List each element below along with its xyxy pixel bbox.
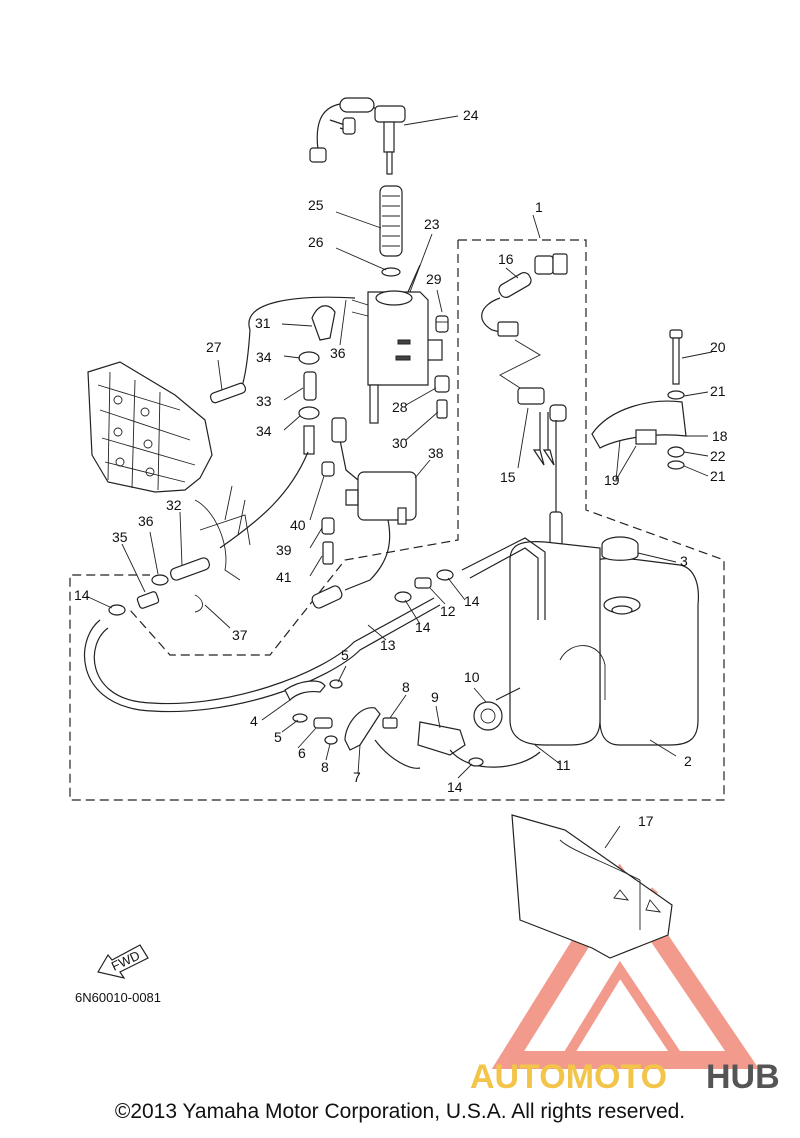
- part-16-15-wiring: [481, 253, 568, 547]
- label-part-19: 19: [604, 472, 620, 488]
- label-part-39: 39: [276, 542, 292, 558]
- hoses-31-33-34: [219, 296, 356, 549]
- label-part-5a: 5: [341, 647, 349, 663]
- label-part-12: 12: [440, 603, 456, 619]
- part-25-filter: [379, 185, 403, 277]
- label-part-24: 24: [463, 107, 479, 123]
- label-part-21a: 21: [710, 383, 726, 399]
- part-2-oil-tank: [509, 540, 700, 746]
- label-part-7: 7: [353, 769, 361, 785]
- label-part-26: 26: [308, 234, 324, 250]
- label-part-8b: 8: [321, 759, 329, 775]
- label-part-21b: 21: [710, 468, 726, 484]
- fittings-39-40-41: [321, 461, 335, 565]
- label-part-33: 33: [256, 393, 272, 409]
- part-23-vapor-separator: [351, 264, 443, 424]
- diagram-code: 6N60010-0081: [75, 990, 161, 1005]
- part-38-electric-pump: [311, 417, 417, 609]
- label-part-36b: 36: [138, 513, 154, 529]
- part-17-bracket: [511, 814, 673, 959]
- label-part-31: 31: [255, 315, 271, 331]
- lower-hoses-and-pump: [83, 537, 546, 769]
- watermark-text-hub: HUB: [706, 1058, 780, 1096]
- label-part-9: 9: [431, 689, 439, 705]
- parts-18-22-strap: [591, 329, 687, 470]
- engine-block: [87, 361, 251, 581]
- label-part-36a: 36: [330, 345, 346, 361]
- label-part-8a: 8: [402, 679, 410, 695]
- label-part-23: 23: [424, 216, 440, 232]
- part-24-lead-wire: [309, 97, 406, 175]
- label-part-5b: 5: [274, 729, 282, 745]
- label-part-18: 18: [712, 428, 728, 444]
- label-part-14a: 14: [74, 587, 90, 603]
- label-part-25: 25: [308, 197, 324, 213]
- label-part-14b: 14: [415, 619, 431, 635]
- label-part-14c: 14: [464, 593, 480, 609]
- label-part-1: 1: [535, 199, 543, 215]
- label-part-4: 4: [250, 713, 258, 729]
- fwd-arrow-icon: FWD: [97, 944, 149, 979]
- label-part-2: 2: [684, 753, 692, 769]
- label-part-34b: 34: [256, 423, 272, 439]
- label-part-37: 37: [232, 627, 248, 643]
- label-part-40: 40: [290, 517, 306, 533]
- watermark-text: AUTOMOTO HUB: [470, 1058, 780, 1096]
- label-part-28: 28: [392, 399, 408, 415]
- group-outline-1: [69, 239, 725, 801]
- label-part-17: 17: [638, 813, 654, 829]
- label-part-41: 41: [276, 569, 292, 585]
- label-part-14d: 14: [447, 779, 463, 795]
- label-part-35: 35: [112, 529, 128, 545]
- label-part-11: 11: [556, 757, 571, 773]
- label-part-32: 32: [166, 497, 182, 513]
- label-part-13: 13: [380, 637, 396, 653]
- label-part-6: 6: [298, 745, 306, 761]
- label-part-22: 22: [710, 448, 726, 464]
- label-part-34a: 34: [256, 349, 272, 365]
- label-part-16: 16: [498, 251, 514, 267]
- label-part-38: 38: [428, 445, 444, 461]
- label-part-15: 15: [500, 469, 516, 485]
- label-part-10: 10: [464, 669, 480, 685]
- leader-lines: [85, 115, 713, 849]
- label-part-3: 3: [680, 553, 688, 569]
- copyright-notice: ©2013 Yamaha Motor Corporation, U.S.A. A…: [114, 1100, 686, 1123]
- part-27-hose: [209, 329, 251, 404]
- fittings-28-29-30: [434, 315, 450, 419]
- label-part-20: 20: [710, 339, 726, 355]
- label-part-29: 29: [426, 271, 442, 287]
- watermark-text-automoto: AUTOMOTO: [470, 1058, 667, 1096]
- label-part-30: 30: [392, 435, 408, 451]
- label-part-27: 27: [206, 339, 222, 355]
- part-labels: 1 2 3 4 5 5 6 7 8 8 9 10 11 12 13 14 14 …: [74, 107, 728, 829]
- part-3-tank-cap: [601, 536, 639, 561]
